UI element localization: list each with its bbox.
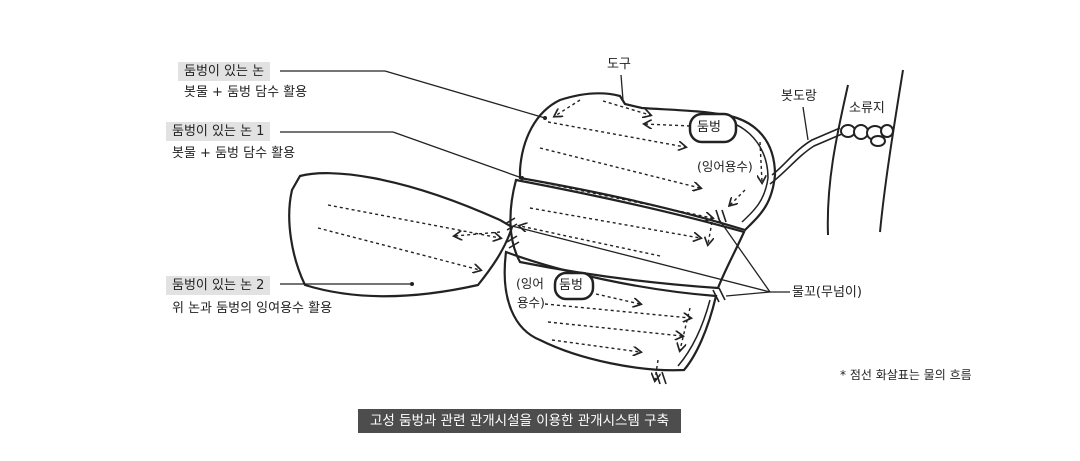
weir-channel-label: 봇도랑 [781, 89, 817, 104]
paddy-2-shape [509, 178, 746, 290]
pond-bottom [553, 271, 595, 301]
paddy-1-levee [729, 121, 769, 223]
reservoir-bank-left [826, 84, 849, 236]
paddy-1-title: 둠벙이 있는 논 [178, 62, 271, 81]
surplus-top-label: (잉어용수) [697, 159, 753, 174]
paddy-2-title: 둠벙이 있는 논 1 [166, 122, 271, 141]
outlet-label: 물꼬(무넘이) [792, 285, 862, 300]
surplus-bottom-label-2: 용수) [517, 295, 545, 310]
paddy-1-note: 봇물 + 둠벙 담수 활용 [184, 85, 308, 100]
weir-channel-line [771, 127, 841, 176]
reservoir-bank-right [879, 69, 904, 233]
surplus-bottom-label-1: (잉어 [516, 276, 544, 291]
reservoir-label: 소류지 [849, 101, 885, 116]
paddy-3-title: 둠벙이 있는 논 2 [166, 276, 271, 295]
paddy-1-shape [518, 92, 777, 232]
road-label: 도구 [607, 57, 631, 72]
pond-top-label: 둠벙 [697, 120, 721, 135]
flow-arrows [317, 99, 762, 380]
paddy-2-note: 봇물 + 둠벙 담수 활용 [172, 146, 296, 161]
paddy-bottom-levee [677, 299, 711, 367]
figure-caption: 고성 둠벙과 관련 관개시설을 이용한 관개시스템 구축 [358, 409, 681, 433]
leader-lines [280, 70, 809, 297]
footnote: * 점선 화살표는 물의 흐름 [840, 368, 972, 382]
pond-top [688, 112, 738, 144]
paddy-3-shape [288, 172, 514, 298]
paddy-bottom-shape [503, 250, 718, 372]
reservoir-stones [840, 124, 894, 147]
paddy-3-note: 위 논과 둠벙의 잉여용수 활용 [172, 301, 333, 316]
pond-bottom-label: 둠벙 [559, 278, 583, 293]
